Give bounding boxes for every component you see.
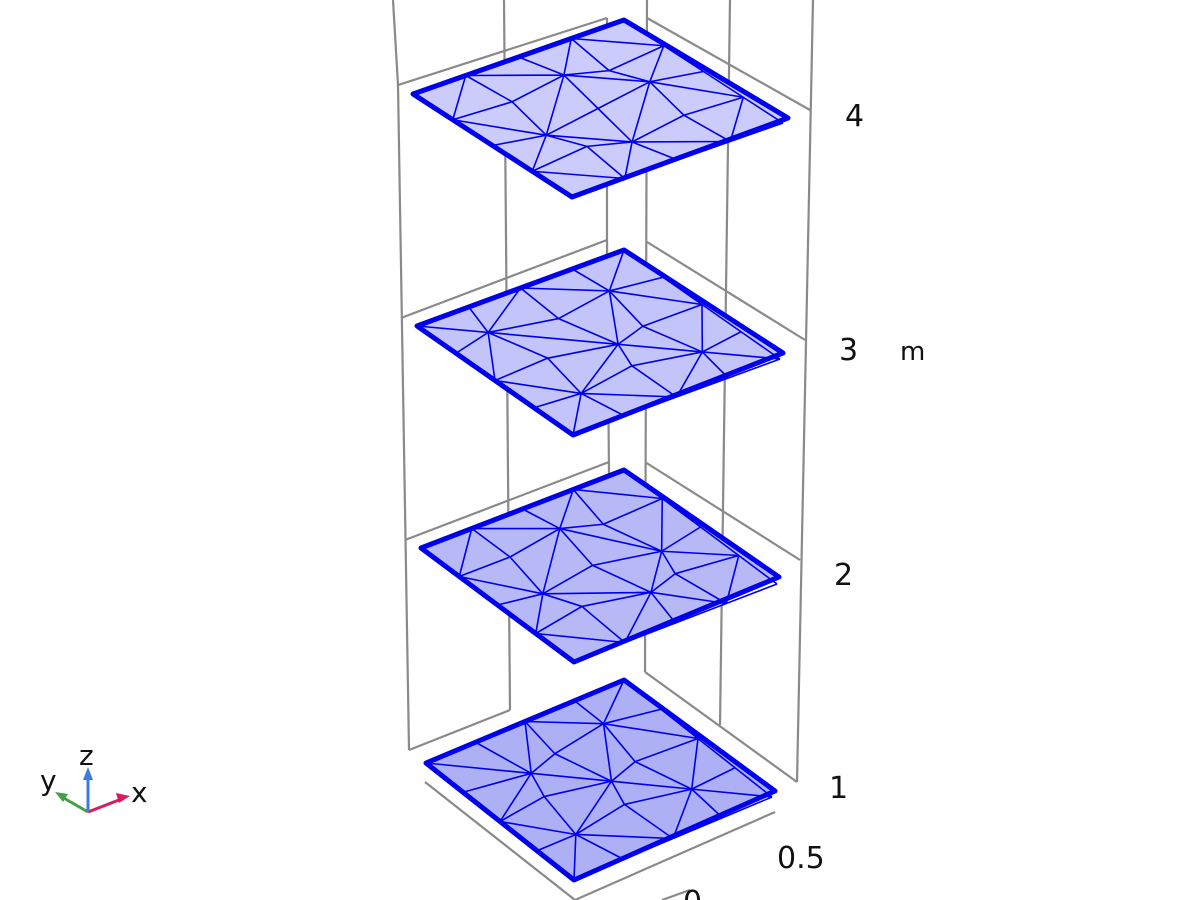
plate-level-3 (414, 247, 786, 438)
x-tick-0: 0 (683, 885, 702, 900)
z-tick-2: 2 (834, 558, 853, 593)
z-tick-4: 4 (845, 99, 864, 134)
triad-y-label: y (40, 764, 57, 797)
x-tick-0-5: 0.5 (777, 841, 825, 876)
triad-z-arrowhead (83, 767, 93, 780)
plate-surface (421, 470, 779, 662)
triad-y-axis (61, 795, 89, 814)
z-tick-1: 1 (829, 771, 848, 806)
triad-x-label: x (131, 776, 148, 809)
triad-x-axis (87, 796, 125, 814)
triad-y-arrowhead (55, 792, 68, 802)
triad-z-label: z (79, 739, 94, 772)
plate-level-4 (410, 17, 791, 200)
z-axis-unit: m (900, 337, 925, 367)
plate-level-1 (423, 677, 778, 883)
mesh-plates (410, 17, 791, 883)
plate-boundary (423, 677, 778, 883)
plate-boundary (414, 247, 786, 438)
triad-x-arrowhead (116, 793, 130, 803)
z-tick-3: 3 (839, 333, 858, 368)
axis-triad: x y z (40, 739, 148, 814)
plate-level-2 (418, 467, 782, 665)
plate-boundary (410, 17, 791, 200)
plate-surface (413, 20, 788, 197)
plate-boundary (418, 467, 782, 665)
